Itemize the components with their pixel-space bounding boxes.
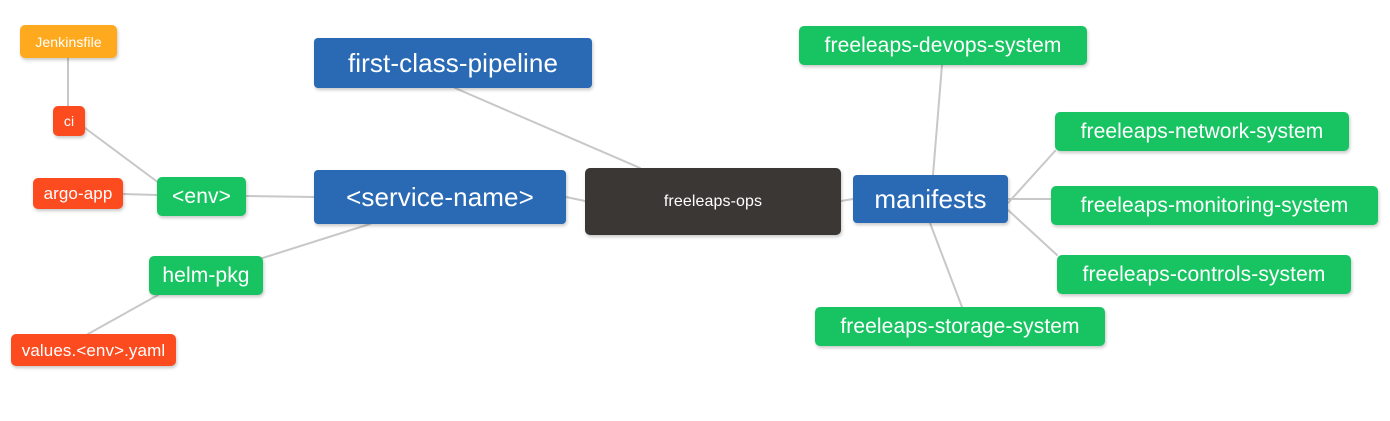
node-freeleaps-storage-system[interactable]: freeleaps-storage-system (815, 307, 1105, 346)
node-label: freeleaps-ops (663, 192, 763, 210)
node-argo-app[interactable]: argo-app (33, 178, 123, 209)
node-label: ci (63, 113, 75, 129)
edge-env-to-argo-app (122, 193, 158, 196)
node-manifests[interactable]: manifests (853, 175, 1008, 223)
edge-service-name-to-env (245, 195, 315, 198)
node-label: first-class-pipeline (347, 48, 559, 78)
edge-manifests-to-freeleaps-network-system (1007, 150, 1056, 204)
edge-root-to-first-class-pipeline (454, 87, 641, 169)
edge-env-to-ci (84, 127, 164, 187)
node-freeleaps-devops-system[interactable]: freeleaps-devops-system (799, 26, 1087, 65)
edge-helm-pkg-to-values-yaml (87, 294, 159, 335)
edge-manifests-to-freeleaps-controls-system (1007, 209, 1058, 256)
node-label: values.<env>.yaml (21, 340, 166, 360)
edge-manifests-to-freeleaps-storage-system (929, 222, 963, 308)
node-label: freeleaps-monitoring-system (1080, 194, 1349, 217)
node-helm-pkg[interactable]: helm-pkg (149, 256, 263, 295)
edge-root-to-manifests (840, 198, 854, 202)
node-env[interactable]: <env> (157, 177, 246, 216)
node-label: freeleaps-storage-system (840, 315, 1080, 338)
edge-root-to-service-name (565, 196, 586, 202)
node-label: argo-app (43, 184, 113, 203)
node-freeleaps-monitoring-system[interactable]: freeleaps-monitoring-system (1051, 186, 1378, 225)
node-service-name[interactable]: <service-name> (314, 170, 566, 224)
node-freeleaps-network-system[interactable]: freeleaps-network-system (1055, 112, 1349, 151)
node-label: freeleaps-controls-system (1082, 263, 1326, 286)
node-root[interactable]: freeleaps-ops (585, 168, 841, 235)
node-jenkinsfile[interactable]: Jenkinsfile (20, 25, 117, 58)
node-label: freeleaps-network-system (1080, 120, 1324, 143)
node-label: manifests (874, 184, 987, 214)
node-first-class-pipeline[interactable]: first-class-pipeline (314, 38, 592, 88)
node-label: <service-name> (346, 182, 534, 212)
node-label: Jenkinsfile (35, 33, 102, 50)
edge-service-name-to-helm-pkg (249, 223, 371, 263)
node-label: freeleaps-devops-system (824, 34, 1062, 57)
node-label: helm-pkg (162, 264, 250, 287)
node-ci[interactable]: ci (53, 106, 85, 136)
edge-manifests-to-freeleaps-devops-system (932, 64, 943, 176)
node-freeleaps-controls-system[interactable]: freeleaps-controls-system (1057, 255, 1351, 294)
node-label: <env> (172, 185, 231, 208)
node-values-yaml[interactable]: values.<env>.yaml (11, 334, 176, 366)
